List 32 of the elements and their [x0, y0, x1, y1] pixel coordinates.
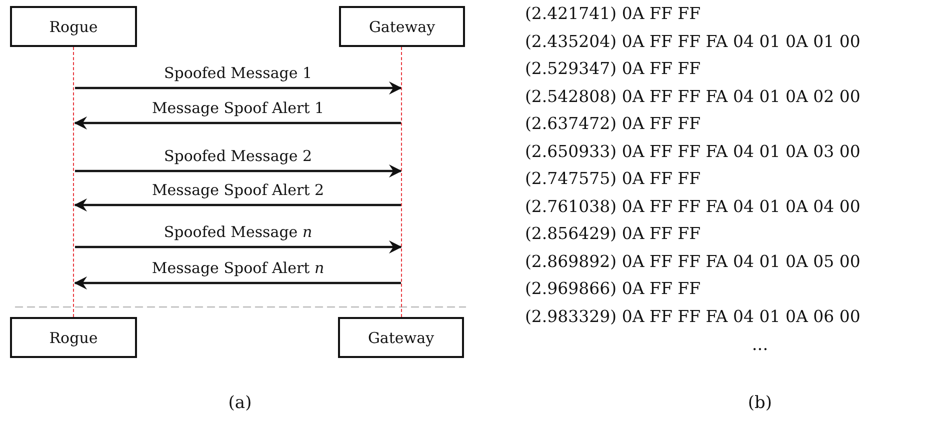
message-arrow [75, 164, 402, 178]
log-line: (2.435204) 0A FF FF FA 04 01 0A 01 00 [525, 32, 860, 52]
edge-label: Spoofed Message 2 [164, 147, 312, 165]
lifeline [73, 47, 75, 317]
subfigure-caption: (b) [748, 393, 772, 413]
message-arrow [75, 81, 402, 95]
participant-box: Rogue [10, 6, 137, 47]
message-arrow [74, 276, 401, 290]
log-line: (2.650933) 0A FF FF FA 04 01 0A 03 00 [525, 142, 860, 162]
log-line: (2.869892) 0A FF FF FA 04 01 0A 05 00 [525, 252, 860, 272]
edge-label: Spoofed Message n [164, 223, 312, 241]
log-line: (2.421741) 0A FF FF [525, 4, 701, 24]
log-line: (2.983329) 0A FF FF FA 04 01 0A 06 00 [525, 306, 860, 326]
log-line: (2.969866) 0A FF FF [525, 279, 701, 299]
edge-label: Message Spoof Alert 2 [152, 181, 324, 199]
log-line: (2.856429) 0A FF FF [525, 224, 701, 244]
ellipsis: ... [752, 335, 768, 355]
log-line: (2.637472) 0A FF FF [525, 114, 701, 134]
edge-label: Spoofed Message 1 [164, 64, 312, 82]
log-line: (2.529347) 0A FF FF [525, 59, 701, 79]
lifeline [401, 47, 403, 317]
log-line: (2.747575) 0A FF FF [525, 169, 701, 189]
participant-box: Gateway [338, 317, 464, 358]
message-arrow [75, 240, 402, 254]
log-line: (2.542808) 0A FF FF FA 04 01 0A 02 00 [525, 86, 860, 106]
message-arrow [74, 116, 401, 130]
log-line: (2.761038) 0A FF FF FA 04 01 0A 04 00 [525, 196, 860, 216]
edge-label: Message Spoof Alert 1 [152, 99, 324, 117]
subfigure-caption: (a) [228, 393, 252, 413]
edge-label: Message Spoof Alert n [152, 259, 324, 277]
participant-box: Gateway [339, 6, 465, 47]
participant-box: Rogue [10, 317, 137, 358]
